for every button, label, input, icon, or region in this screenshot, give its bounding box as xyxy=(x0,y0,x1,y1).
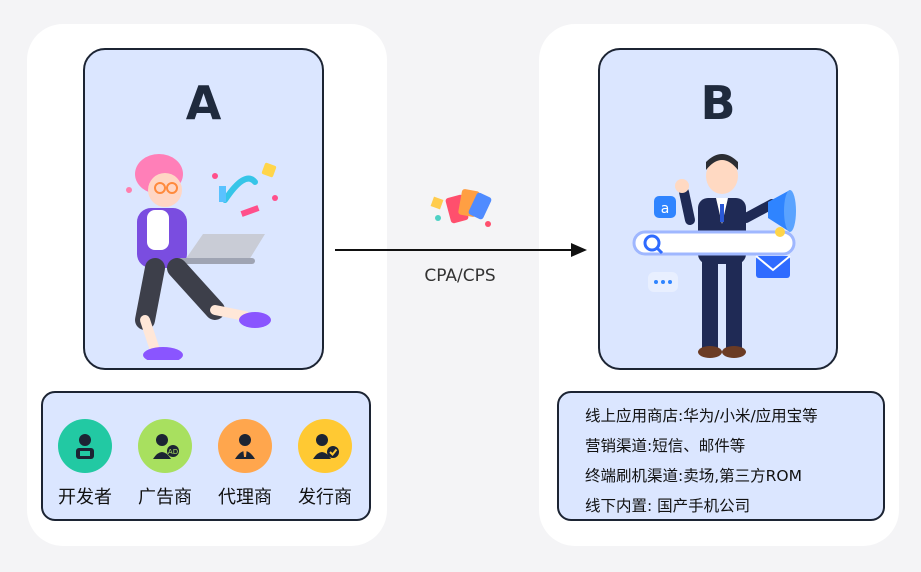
channel-line: 终端刷机渠道:卖场,第三方ROM xyxy=(585,467,802,485)
channel-line: 线上应用商店:华为/小米/应用宝等 xyxy=(585,407,818,425)
channel-line: 营销渠道:短信、邮件等 xyxy=(585,437,746,455)
role-developer: 开发者 xyxy=(50,419,120,509)
svg-text:AD: AD xyxy=(168,448,178,456)
agent-icon xyxy=(218,419,272,473)
businessman-illustration-icon: a xyxy=(632,154,796,358)
roles-box: 开发者 AD 广告商 代理商 发行商 xyxy=(41,391,371,521)
payment-cards-icon xyxy=(430,189,492,227)
role-label: 代理商 xyxy=(218,487,272,508)
node-b-card: B a xyxy=(598,48,838,370)
svg-text:a: a xyxy=(661,201,670,217)
advertiser-icon: AD xyxy=(138,419,192,473)
role-agent: 代理商 xyxy=(210,419,280,509)
publisher-icon xyxy=(298,419,352,473)
node-a-label: A xyxy=(185,76,222,130)
role-label: 广告商 xyxy=(138,487,192,508)
developer-illustration-icon xyxy=(126,154,278,360)
flow-arrow xyxy=(335,243,587,257)
role-publisher: 发行商 xyxy=(290,419,360,509)
node-b-label: B xyxy=(700,76,736,130)
node-a-card: A xyxy=(83,48,324,370)
channels-box: 线上应用商店:华为/小米/应用宝等 营销渠道:短信、邮件等 终端刷机渠道:卖场,… xyxy=(557,391,885,521)
role-advertiser: AD 广告商 xyxy=(130,419,200,509)
edge-label: CPA/CPS xyxy=(424,266,496,286)
role-label: 发行商 xyxy=(298,487,352,508)
developer-icon xyxy=(58,419,112,473)
channel-line: 线下内置: 国产手机公司 xyxy=(585,497,751,515)
role-label: 开发者 xyxy=(58,487,112,508)
